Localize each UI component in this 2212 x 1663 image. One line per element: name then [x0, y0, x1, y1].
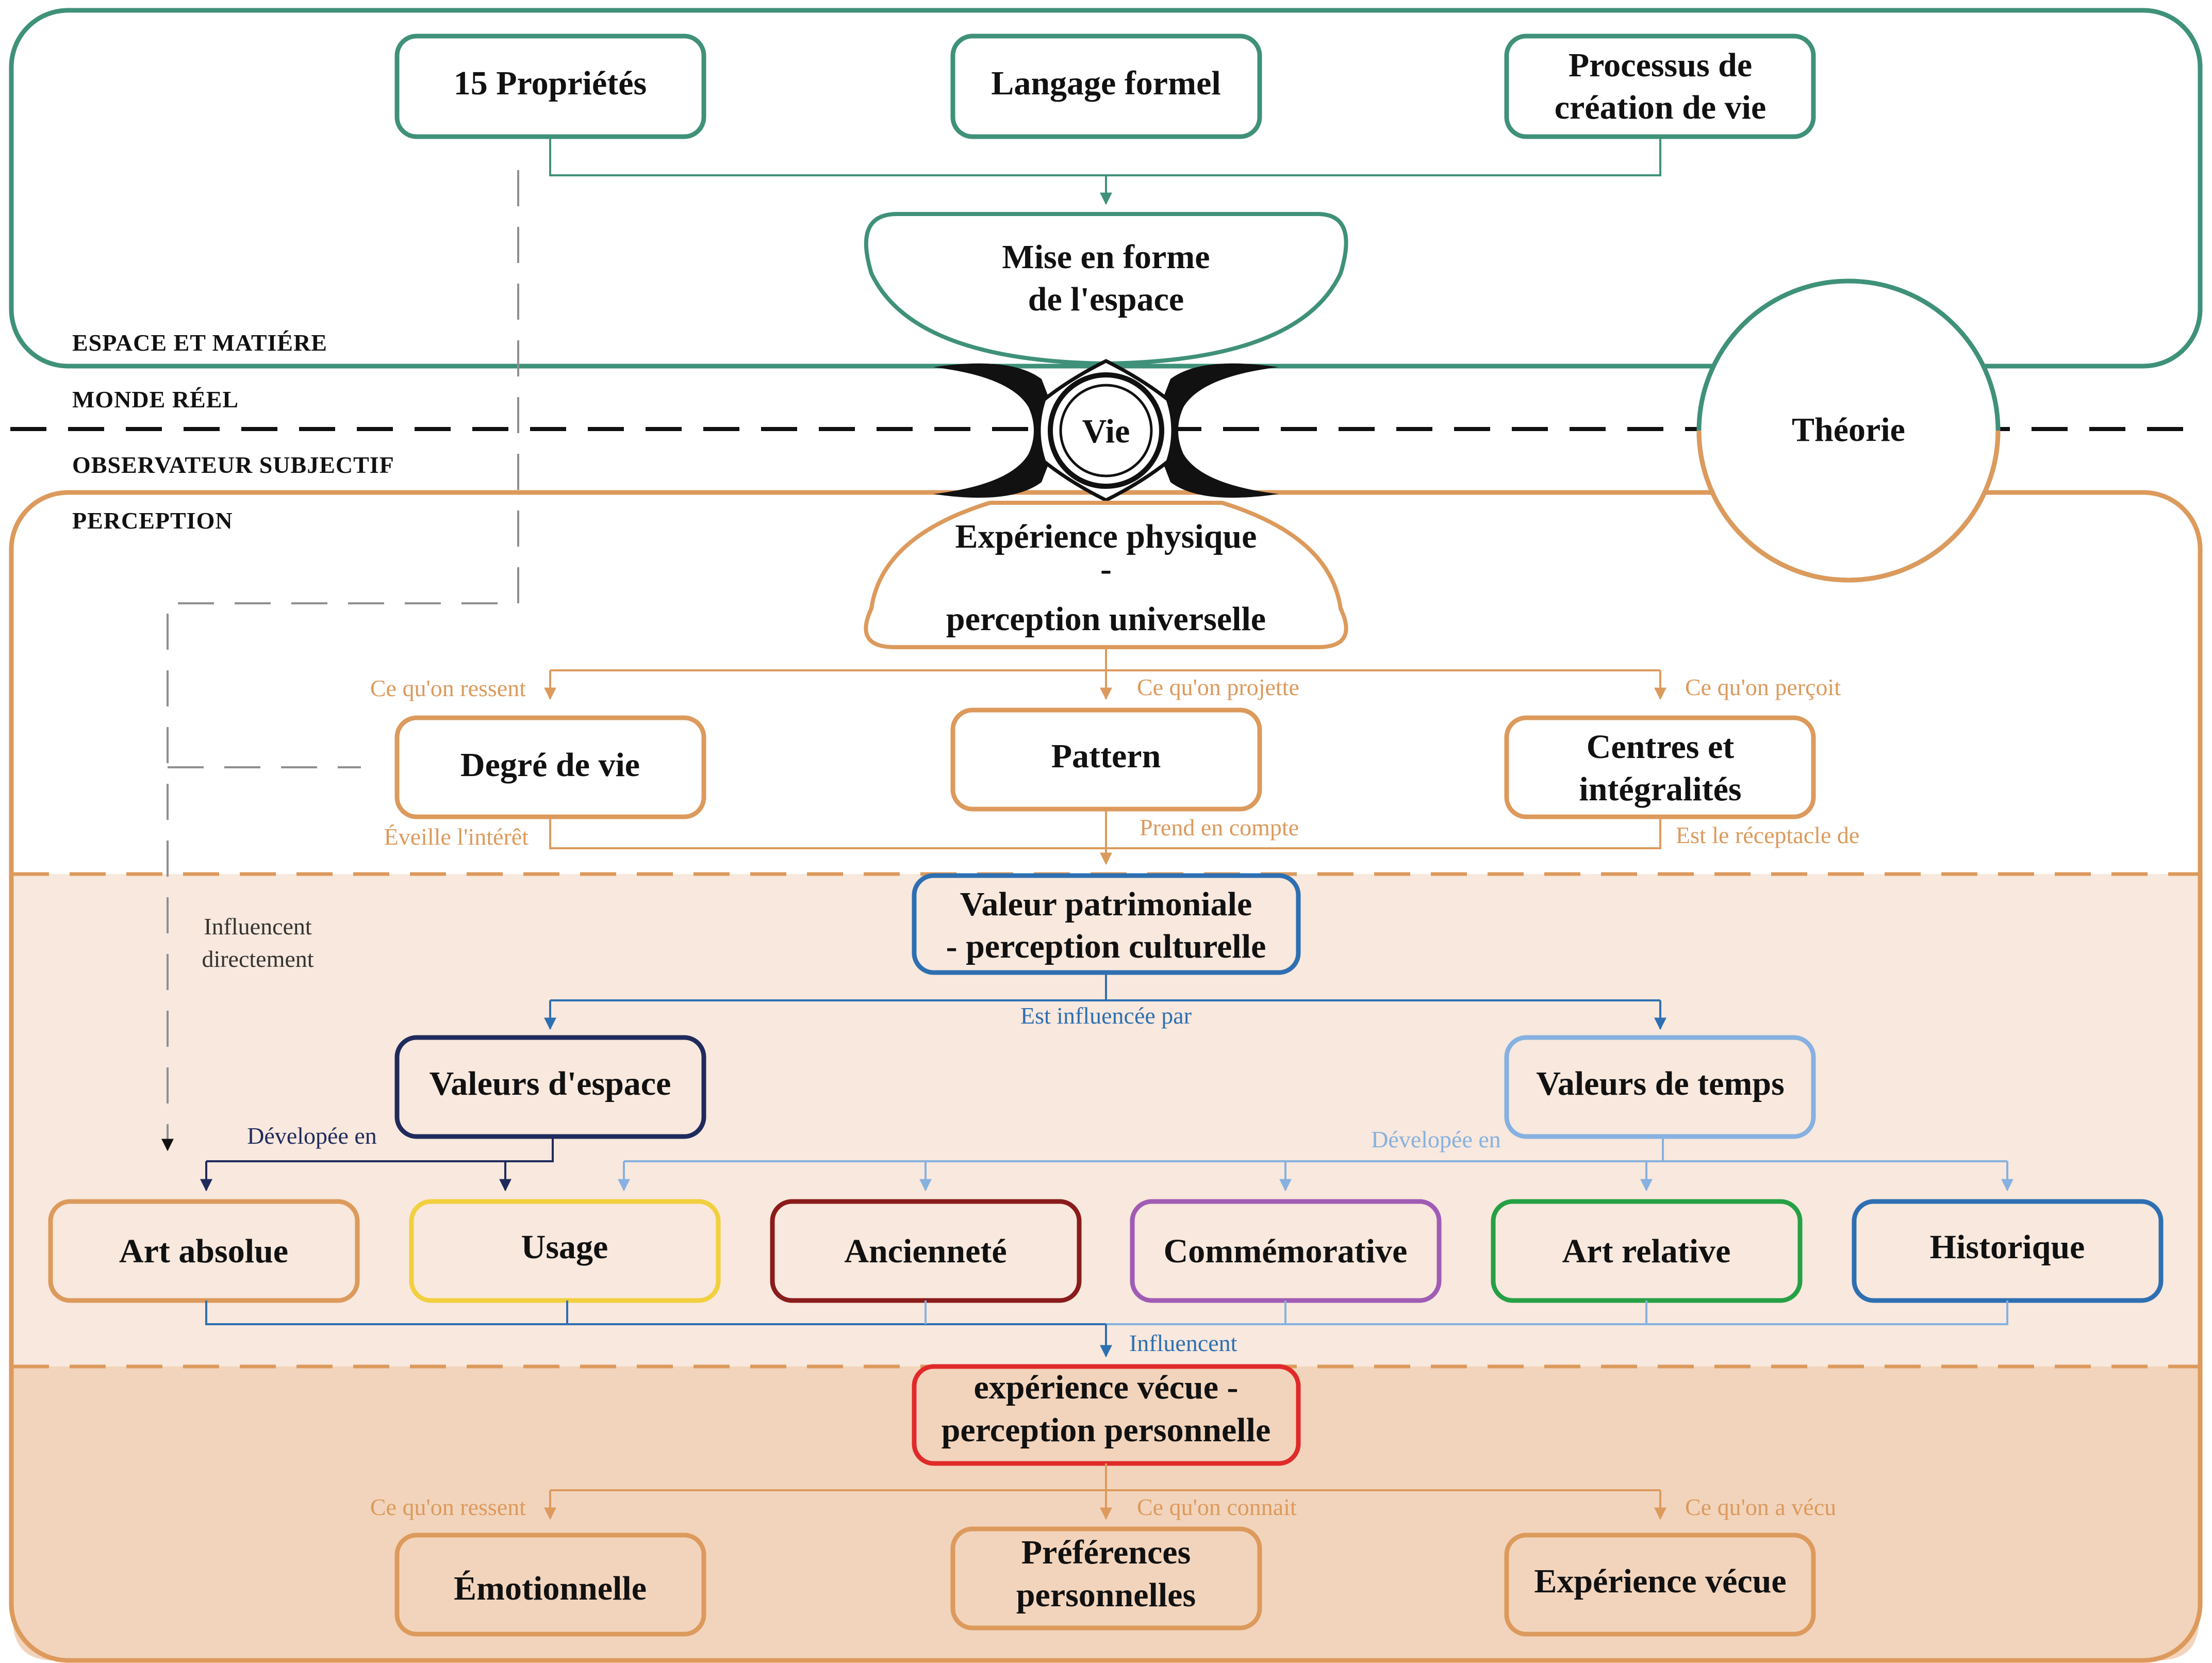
node-experience-physique-label-1: Expérience physique [955, 518, 1257, 555]
region-label-espace: ESPACE ET MATIÉRE [72, 330, 327, 356]
node-experience-vecue-perception[interactable]: expérience vécue - perception personnell… [912, 1364, 1301, 1466]
region-label-monde: MONDE RÉEL [72, 386, 239, 413]
edge-label-percoit: Ce qu'on perçoit [1685, 674, 1841, 700]
node-preferences[interactable]: Préférences personnelles [950, 1526, 1262, 1631]
node-pattern[interactable]: Pattern [950, 707, 1262, 812]
node-preferences-label-1: Préférences [1021, 1534, 1191, 1571]
node-centres[interactable]: Centres et intégralités [1504, 715, 1816, 819]
edge-label-projette: Ce qu'on projette [1137, 674, 1299, 700]
node-art-relative[interactable]: Art relative [1491, 1199, 1803, 1303]
edge-label-developpee-2: Dévelopée en [1371, 1126, 1501, 1152]
node-degre-de-vie-label: Degré de vie [460, 746, 640, 784]
edge-label-developpee-1: Dévelopée en [247, 1123, 377, 1149]
connector-values-bracket-dark [205, 1300, 1106, 1325]
connector-temps-bracket [624, 1137, 2007, 1162]
edge-label-prend: Prend en compte [1140, 814, 1299, 841]
edge-label-receptacle: Est le réceptacle de [1676, 822, 1859, 848]
node-pattern-label: Pattern [1051, 737, 1161, 775]
region-label-observateur: OBSERVATEUR SUBJECTIF [72, 452, 394, 478]
node-valeur-patrimoniale-label-1: Valeur patrimoniale [960, 885, 1252, 923]
node-valeurs-temps-label: Valeurs de temps [1536, 1065, 1785, 1102]
node-processus[interactable]: Processus de création de vie [1504, 34, 1816, 139]
node-preferences-label-2: personnelles [1016, 1576, 1196, 1614]
node-art-absolue-label: Art absolue [119, 1232, 288, 1270]
edge-label-eveille: Éveille l'intérêt [384, 824, 529, 850]
node-experience-physique-label-3: perception universelle [946, 600, 1266, 638]
node-mise-en-forme-label-2: de l'espace [1028, 281, 1184, 318]
node-valeurs-temps[interactable]: Valeurs de temps [1504, 1035, 1816, 1139]
node-mise-en-forme[interactable]: Mise en forme de l'espace [864, 212, 1348, 366]
node-langage-formel[interactable]: Langage formel [950, 34, 1262, 139]
node-processus-label-1: Processus de [1569, 46, 1752, 84]
node-theorie-label: Théorie [1792, 411, 1905, 449]
node-15-proprietes-label: 15 Propriétés [454, 64, 647, 102]
node-anciennete[interactable]: Ancienneté [770, 1199, 1082, 1303]
node-langage-formel-label: Langage formel [991, 64, 1220, 102]
node-experience-vecue[interactable]: Expérience vécue [1504, 1533, 1816, 1637]
node-valeur-patrimoniale-label-2: - perception culturelle [946, 928, 1266, 965]
node-anciennete-label: Ancienneté [844, 1232, 1006, 1270]
node-centres-label-2: intégralités [1579, 770, 1741, 808]
node-experience-vecue-box-label: Expérience vécue [1534, 1562, 1786, 1600]
node-degre-de-vie[interactable]: Degré de vie [394, 715, 706, 819]
node-15-proprietes[interactable]: 15 Propriétés [394, 34, 706, 139]
node-commemorative-label: Commémorative [1164, 1232, 1408, 1270]
node-emotionnelle[interactable]: Émotionnelle [394, 1533, 706, 1637]
edge-label-vecu: Ce qu'on a vécu [1685, 1494, 1836, 1520]
node-commemorative[interactable]: Commémorative [1130, 1199, 1442, 1303]
edge-label-influencee-par: Est influencée par [1020, 1002, 1192, 1029]
edge-label-influencent-2: directement [202, 946, 313, 972]
node-processus-label-2: création de vie [1555, 89, 1767, 126]
connector-valeur-bracket [550, 973, 1660, 1001]
node-emotionnelle-label: Émotionnelle [454, 1570, 647, 1607]
node-experience-vecue-label-2: perception personnelle [942, 1411, 1271, 1449]
edge-label-influencent-1: Influencent [204, 913, 312, 940]
connector-values-bracket-light [925, 1300, 2008, 1325]
node-experience-physique[interactable]: Expérience physique - perception univers… [864, 501, 1348, 649]
node-centres-label-1: Centres et [1587, 728, 1735, 766]
connector-top-bracket [549, 137, 1661, 204]
node-mise-en-forme-label-1: Mise en forme [1002, 238, 1210, 276]
connector-espace-bracket [206, 1137, 554, 1162]
node-experience-vecue-label-1: expérience vécue - [973, 1369, 1238, 1406]
edge-label-connait: Ce qu'on connait [1137, 1494, 1297, 1520]
region-label-perception: PERCEPTION [72, 507, 233, 534]
node-vie-label: Vie [1082, 413, 1130, 450]
edge-label-ressent-1: Ce qu'on ressent [370, 675, 526, 701]
node-valeurs-espace-label: Valeurs d'espace [430, 1065, 671, 1102]
node-historique-label: Historique [1930, 1228, 2085, 1266]
node-historique[interactable]: Historique [1852, 1199, 2164, 1303]
node-usage[interactable]: Usage [409, 1199, 721, 1303]
node-art-relative-label: Art relative [1562, 1232, 1731, 1270]
node-experience-physique-label-2: - [1100, 550, 1112, 588]
node-valeur-patrimoniale[interactable]: Valeur patrimoniale - perception culture… [912, 873, 1301, 975]
edge-label-influencent: Influencent [1129, 1330, 1237, 1356]
node-usage-label: Usage [521, 1228, 608, 1266]
edge-label-ressent-2: Ce qu'on ressent [370, 1494, 526, 1520]
node-valeurs-espace[interactable]: Valeurs d'espace [394, 1035, 706, 1139]
node-theorie[interactable]: Théorie [1696, 278, 2001, 583]
connector-influencent-directement [161, 170, 519, 1151]
node-vie[interactable]: Vie [933, 359, 1279, 502]
node-art-absolue[interactable]: Art absolue [48, 1199, 360, 1303]
